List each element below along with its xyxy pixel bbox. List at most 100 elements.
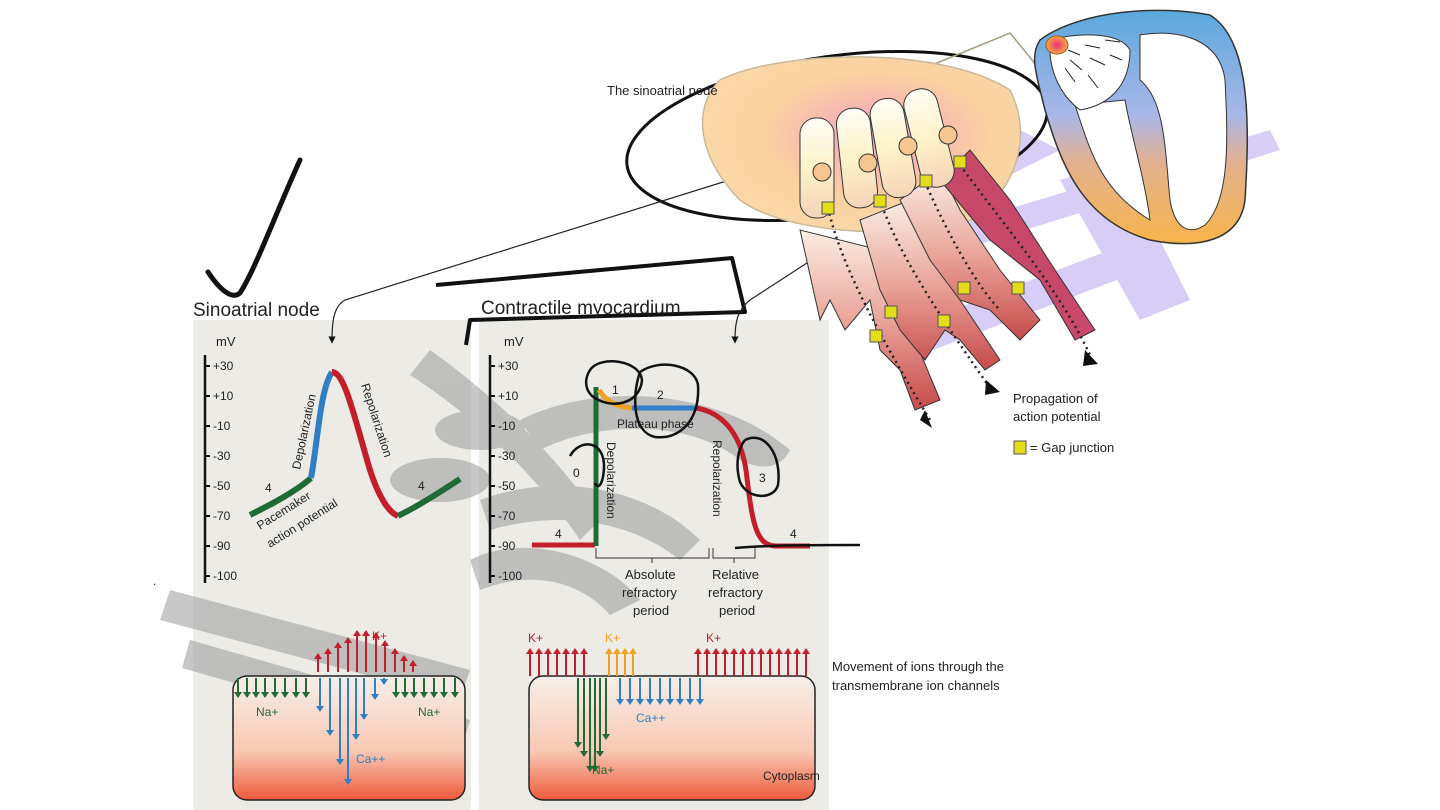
k-arrow-head bbox=[629, 648, 637, 654]
ca-arrow-head bbox=[352, 734, 360, 740]
ca-arrow-head bbox=[371, 694, 379, 700]
leader-fiber-to-panel bbox=[731, 247, 831, 344]
k-arrow-head bbox=[381, 640, 389, 646]
k-arrow-head bbox=[353, 630, 361, 636]
cm-repolarization-label: Repolarization bbox=[710, 440, 724, 517]
gap-junction-legend-swatch bbox=[1013, 440, 1027, 455]
sa-curve-depolarization bbox=[308, 370, 335, 479]
ca-arrow-head bbox=[326, 730, 334, 736]
cm-ion-k3: K+ bbox=[706, 631, 721, 645]
sa-tick-label: +10 bbox=[213, 389, 234, 403]
relative-line3: period bbox=[719, 603, 755, 618]
sa-curve-phase4-right bbox=[396, 476, 462, 519]
cm-tick-label: -10 bbox=[498, 419, 516, 433]
sa-tick-label: -90 bbox=[213, 539, 231, 553]
sa-ion-ca: Ca++ bbox=[356, 752, 385, 766]
ca-arrow-head bbox=[656, 699, 664, 705]
ca-arrow-head bbox=[616, 699, 624, 705]
ca-arrow-head bbox=[626, 699, 634, 705]
ca-arrow-head bbox=[360, 714, 368, 720]
cm-tick-label: +30 bbox=[498, 359, 519, 373]
sinoatrial-panel-title: Sinoatrial node bbox=[193, 300, 320, 321]
watermark bbox=[160, 350, 790, 748]
cm-tick-label: -100 bbox=[498, 569, 522, 583]
na-arrow-head bbox=[302, 692, 310, 698]
cm-axis-unit: mV bbox=[504, 334, 524, 349]
na-arrow-head bbox=[440, 692, 448, 698]
cm-plateau-label: Plateau phase bbox=[617, 417, 694, 431]
sa-ion-arrows bbox=[234, 630, 459, 785]
k-arrow-head bbox=[409, 660, 417, 666]
cm-axis-ticks: +30+10-10-30-50-70-90-100 bbox=[490, 359, 522, 583]
k-arrow-head bbox=[721, 648, 729, 654]
sa-ion-na-left: Na+ bbox=[256, 705, 278, 719]
sa-phase4-left: 4 bbox=[265, 481, 272, 495]
sa-phase4-right: 4 bbox=[418, 479, 425, 493]
cm-tick-label: -90 bbox=[498, 539, 516, 553]
k-arrow-head bbox=[400, 655, 408, 661]
handwritten-checkmark bbox=[205, 157, 303, 298]
absolute-line1: Absolute bbox=[625, 567, 676, 582]
k-arrow-head bbox=[739, 648, 747, 654]
sa-axis-unit: mV bbox=[216, 334, 236, 349]
sa-tick-label: -100 bbox=[213, 569, 237, 583]
sa-node-tissue bbox=[701, 56, 1098, 428]
na-arrow-head bbox=[281, 692, 289, 698]
k-arrow-head bbox=[344, 637, 352, 643]
cm-ion-k1: K+ bbox=[528, 631, 543, 645]
propagation-label-line1: Propagation of bbox=[1013, 391, 1098, 406]
handwritten-box bbox=[435, 256, 747, 346]
absolute-line3: period bbox=[633, 603, 669, 618]
k-arrow-head bbox=[314, 653, 322, 659]
na-arrow-head bbox=[451, 692, 459, 698]
ca-arrow-head bbox=[344, 779, 352, 785]
cm-tick-label: -30 bbox=[498, 449, 516, 463]
na-arrow-head bbox=[591, 766, 599, 772]
cm-tick-label: -70 bbox=[498, 509, 516, 523]
k-arrow-head bbox=[391, 648, 399, 654]
k-arrow-head bbox=[372, 632, 380, 638]
cm-cytoplasm-label: Cytoplasm bbox=[763, 769, 820, 783]
relative-line1: Relative bbox=[712, 567, 759, 582]
k-arrow-head bbox=[535, 648, 543, 654]
k-arrow-head bbox=[784, 648, 792, 654]
cm-curve-phase3 bbox=[695, 405, 810, 549]
relative-refractory-bracket bbox=[712, 548, 756, 563]
cm-phase4-right: 4 bbox=[790, 527, 797, 541]
k-arrow-head bbox=[362, 630, 370, 636]
na-arrow-head bbox=[292, 692, 300, 698]
k-arrow-head bbox=[613, 648, 621, 654]
na-arrow-head bbox=[252, 692, 260, 698]
ca-arrow-head bbox=[336, 759, 344, 765]
cm-phase4-left: 4 bbox=[555, 527, 562, 541]
cm-depolarization-label: Depolarization bbox=[604, 442, 618, 519]
na-arrow-head bbox=[420, 692, 428, 698]
na-arrow-head bbox=[271, 692, 279, 698]
k-arrow-head bbox=[802, 648, 810, 654]
k-arrow-head bbox=[712, 648, 720, 654]
sa-tick-label: +30 bbox=[213, 359, 234, 373]
sa-tick-label: -50 bbox=[213, 479, 231, 493]
sa-ion-na-right: Na+ bbox=[418, 705, 440, 719]
heart-illustration bbox=[1033, 9, 1249, 245]
k-arrow-head bbox=[757, 648, 765, 654]
cm-ion-arrows bbox=[526, 648, 810, 772]
ca-arrow-head bbox=[696, 699, 704, 705]
k-arrow-head bbox=[793, 648, 801, 654]
gap-junctions bbox=[821, 155, 1025, 343]
handwritten-circles bbox=[568, 360, 861, 550]
k-arrow-head bbox=[553, 648, 561, 654]
propagation-label-line2: action potential bbox=[1013, 409, 1101, 424]
k-arrow-head bbox=[766, 648, 774, 654]
na-arrow-head bbox=[430, 692, 438, 698]
k-arrow-head bbox=[621, 648, 629, 654]
cm-ion-k2: K+ bbox=[605, 631, 620, 645]
cm-tick-label: -50 bbox=[498, 479, 516, 493]
na-arrow-head bbox=[234, 692, 242, 698]
na-arrow-head bbox=[401, 692, 409, 698]
k-arrow-head bbox=[580, 648, 588, 654]
na-arrow-head bbox=[602, 734, 610, 740]
sa-tick-label: -10 bbox=[213, 419, 231, 433]
cm-phase1: 1 bbox=[612, 383, 619, 397]
